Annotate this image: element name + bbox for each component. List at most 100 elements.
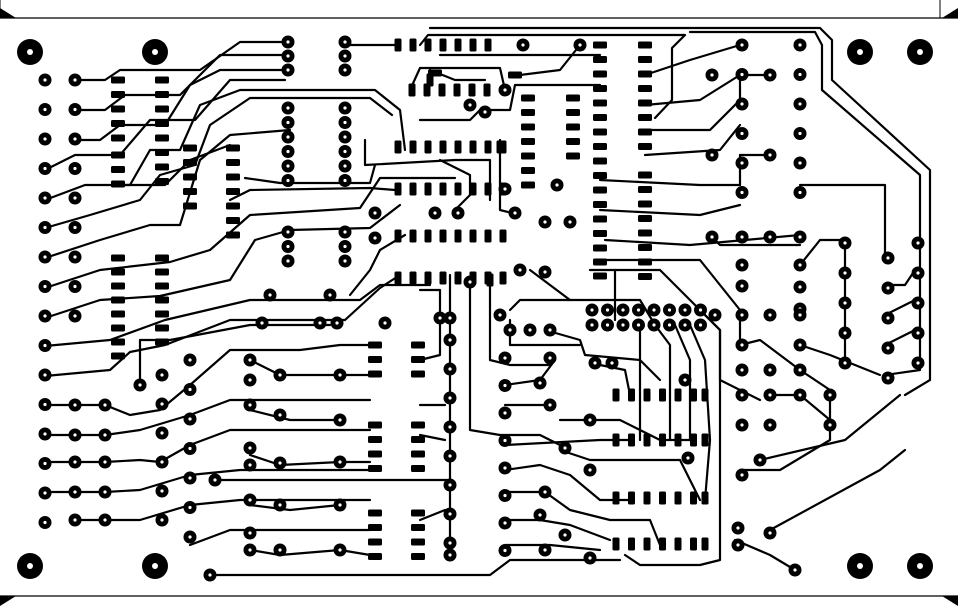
drill-hole [103, 433, 107, 437]
drill-hole [278, 373, 282, 377]
smd-pad [612, 537, 620, 551]
drill-hole [740, 284, 744, 288]
smd-pad [638, 70, 652, 78]
smd-pad [612, 388, 620, 402]
drill-hole [698, 323, 703, 327]
drill-hole [610, 361, 614, 365]
smd-pad [628, 433, 635, 447]
drill-hole [338, 548, 342, 552]
drill-hole [768, 153, 772, 157]
smd-pad [486, 273, 494, 287]
smd-pad [469, 38, 477, 52]
drill-hole [548, 356, 552, 360]
smd-pad [409, 229, 417, 243]
drill-hole [793, 568, 797, 572]
drill-hole [843, 331, 847, 335]
smd-pad [593, 143, 607, 150]
trace [43, 176, 457, 290]
smd-pad [593, 201, 607, 208]
drill-hole [740, 72, 744, 77]
copper-pads [38, 35, 925, 582]
smd-pad [411, 465, 425, 472]
drill-hole [448, 367, 452, 371]
trace [623, 308, 722, 567]
smd-pad [155, 178, 169, 185]
drill-hole [590, 323, 594, 327]
drill-hole [338, 418, 342, 422]
drill-hole [543, 490, 547, 494]
smd-pad [593, 244, 607, 252]
smd-pad [638, 229, 652, 237]
smd-pad [496, 140, 504, 154]
trace [543, 328, 662, 382]
smd-pad [638, 128, 652, 136]
smd-pad [638, 244, 652, 251]
smd-pad [411, 538, 425, 546]
drill-hole [555, 183, 559, 187]
smd-pad [394, 140, 402, 154]
trace [118, 143, 232, 187]
smd-pad [368, 356, 382, 363]
smd-pad [409, 182, 417, 196]
drill-hole [328, 293, 332, 297]
smd-pad [368, 553, 382, 560]
drill-hole [740, 43, 744, 47]
drill-hole [798, 235, 802, 239]
smd-pad [183, 188, 197, 195]
trace [43, 203, 402, 320]
drill-hole [43, 343, 47, 348]
smd-pad [628, 388, 635, 402]
drill-hole [916, 271, 920, 275]
trace [643, 43, 742, 77]
trace [643, 98, 742, 132]
drill-hole [798, 72, 802, 77]
drill-hole [286, 259, 290, 263]
trace [188, 528, 372, 547]
drill-hole [103, 403, 107, 407]
smd-pad [439, 38, 447, 52]
drill-hole [188, 446, 192, 451]
drill-hole [338, 503, 342, 507]
smd-pad [593, 186, 607, 194]
smd-pad [701, 537, 709, 551]
smd-pad [155, 254, 169, 262]
drill-hole [43, 402, 47, 407]
drill-hole [248, 498, 252, 502]
drill-hole [740, 131, 744, 136]
drill-hole [798, 368, 802, 372]
smd-pad [521, 123, 535, 131]
drill-hole [43, 432, 47, 436]
smd-pad [394, 182, 402, 196]
drill-hole [768, 531, 772, 535]
smd-pad [111, 296, 125, 304]
trace [598, 178, 742, 187]
smd-pad [659, 491, 666, 505]
drill-hole [740, 263, 744, 267]
smd-pad [593, 70, 607, 78]
trace [768, 448, 907, 532]
smd-pad [155, 338, 169, 346]
drill-hole [73, 403, 77, 407]
drill-hole [286, 178, 290, 183]
drill-hole [73, 196, 77, 200]
smd-pad [454, 140, 462, 154]
smd-pad [690, 537, 697, 551]
crop-mark-top-right-icon [942, 8, 958, 18]
drill-hole [710, 235, 714, 239]
smd-pad [155, 324, 169, 332]
smd-pad [674, 491, 682, 505]
smd-pad [155, 120, 169, 127]
smd-pad [454, 182, 462, 196]
smd-pad [643, 433, 651, 447]
smd-pad [411, 450, 425, 458]
drill-hole [798, 343, 802, 347]
drill-hole [798, 102, 802, 106]
smd-pad [521, 167, 535, 174]
drill-hole [373, 211, 377, 215]
drill-hole [73, 255, 77, 259]
drill-hole [468, 103, 472, 107]
drill-hole [433, 211, 437, 215]
drill-hole [73, 225, 77, 230]
